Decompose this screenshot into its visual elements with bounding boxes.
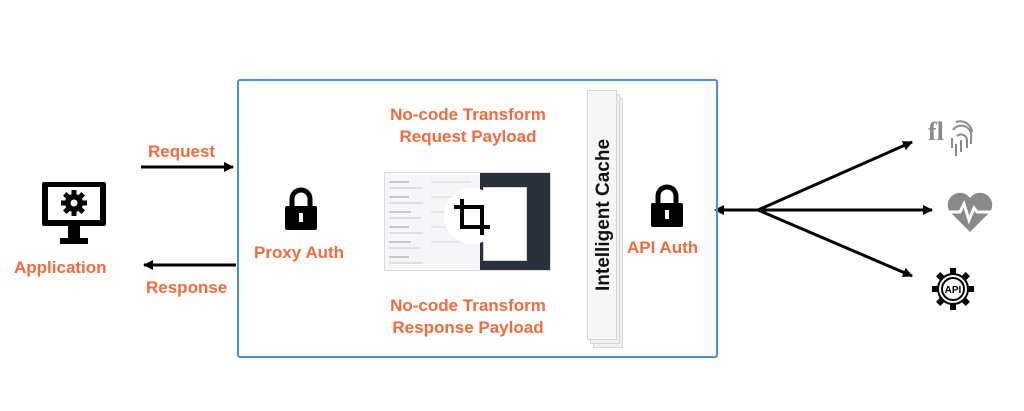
target-fingerprint: fl bbox=[926, 112, 978, 160]
api-auth-label: API Auth bbox=[627, 238, 699, 257]
application-icon-wrap bbox=[38, 178, 110, 250]
response-transform-line1: No-code Transform bbox=[390, 296, 546, 315]
transform-preview-image bbox=[384, 172, 551, 271]
fanout-arrow-bottom bbox=[757, 208, 913, 278]
fanout-arrow-top bbox=[757, 140, 913, 212]
gateway-box bbox=[237, 79, 718, 358]
intelligent-cache-label: Intelligent Cache bbox=[593, 138, 614, 292]
proxy-lock-icon-wrap bbox=[283, 187, 319, 236]
fingerprint-icon: fl bbox=[928, 117, 973, 156]
fingerprint-icon-text: fl bbox=[928, 117, 944, 146]
lock-icon bbox=[285, 187, 317, 230]
request-transform-title: No-code Transform Request Payload bbox=[370, 104, 566, 148]
api-gear-icon-text: API bbox=[945, 285, 962, 296]
target-api: API bbox=[930, 266, 976, 312]
api-lock-icon-wrap bbox=[649, 184, 685, 233]
crop-icon-wrap bbox=[450, 195, 494, 244]
response-transform-line2: Response Payload bbox=[392, 318, 544, 337]
intelligent-cache: Intelligent Cache bbox=[587, 90, 623, 348]
api-gear-icon: API bbox=[932, 268, 974, 310]
request-transform-line1: No-code Transform bbox=[390, 105, 546, 124]
target-heartbeat bbox=[944, 190, 996, 236]
crop-icon bbox=[454, 199, 490, 235]
request-transform-line2: Request Payload bbox=[399, 127, 537, 146]
heartbeat-icon bbox=[947, 192, 993, 232]
proxy-auth-label: Proxy Auth bbox=[254, 243, 345, 262]
monitor-gear-icon bbox=[42, 182, 106, 244]
application-label: Application bbox=[14, 258, 107, 277]
request-label: Request bbox=[148, 142, 216, 161]
crop-icon-backdrop bbox=[444, 188, 500, 244]
lock-icon bbox=[651, 184, 683, 227]
response-label: Response bbox=[146, 278, 228, 297]
response-transform-title: No-code Transform Response Payload bbox=[370, 295, 566, 339]
